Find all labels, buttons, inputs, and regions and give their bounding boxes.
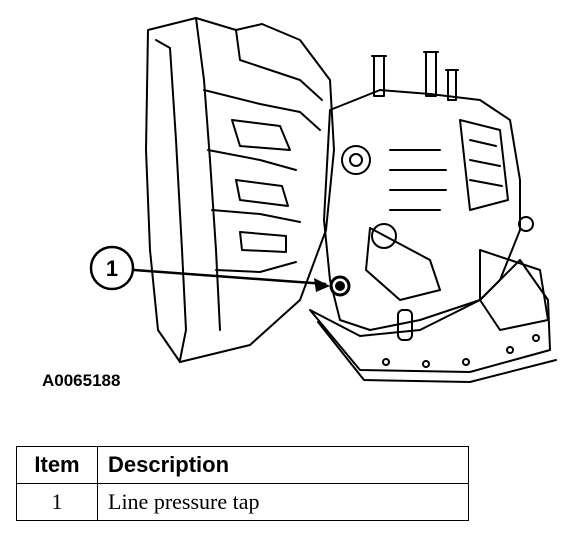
header-item: Item [16,446,98,484]
callout-number: 1 [106,256,118,281]
transmission-illustration: 1 [89,17,557,383]
legend-table: Item Description 1 Line pressure tap [16,446,469,521]
callout-circle [89,245,135,291]
callout-leader [133,268,327,286]
oil-pan [309,259,551,373]
header-description: Description [97,446,469,484]
bell-housing [145,17,335,363]
figure-id: A0065188 [42,371,121,390]
cell-description: Line pressure tap [97,483,469,521]
cell-item: 1 [16,483,98,521]
table-header-row: Item Description [16,446,469,484]
line-pressure-tap [329,275,351,297]
table-row: 1 Line pressure tap [16,483,469,521]
